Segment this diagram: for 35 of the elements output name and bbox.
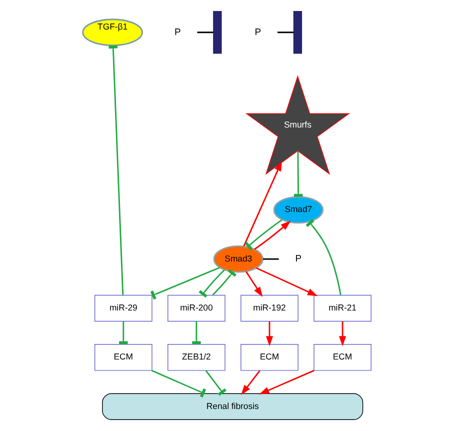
arrow: [256, 267, 318, 296]
connector: [212, 269, 236, 296]
node-box: miR-21: [314, 294, 372, 322]
node-box: miR-29: [94, 294, 152, 322]
node-bar: [293, 11, 302, 54]
node-bar: [213, 11, 222, 54]
node-box: Renal fibrosis: [102, 393, 364, 420]
connector: [108, 45, 124, 295]
node-box: miR-200: [168, 294, 226, 322]
arrow: [241, 370, 260, 395]
label: P: [174, 26, 181, 37]
connector: [306, 219, 342, 296]
connector: [192, 322, 201, 344]
node-box: ECM: [314, 344, 372, 371]
connector: [294, 151, 303, 197]
connector: [198, 269, 226, 298]
connector: [205, 370, 226, 396]
node-box: miR-192: [240, 294, 298, 322]
node-label: P: [295, 252, 302, 264]
connector: [150, 266, 220, 300]
connector: [244, 219, 282, 250]
node-ellipse: TGF-β1: [82, 18, 143, 46]
node-box: ECM: [94, 344, 152, 371]
arrow: [339, 322, 346, 346]
connector: [119, 322, 128, 344]
node-box: ECM: [240, 344, 298, 371]
node-box: ZEB1/2: [168, 344, 226, 371]
label: P: [254, 26, 262, 37]
arrow: [266, 322, 274, 346]
arrow: [245, 271, 263, 298]
connector: [152, 370, 206, 398]
arrow: [254, 220, 291, 250]
arrow: [243, 160, 282, 247]
node-ellipse: Smad7: [273, 196, 324, 224]
arrow: [259, 370, 314, 394]
